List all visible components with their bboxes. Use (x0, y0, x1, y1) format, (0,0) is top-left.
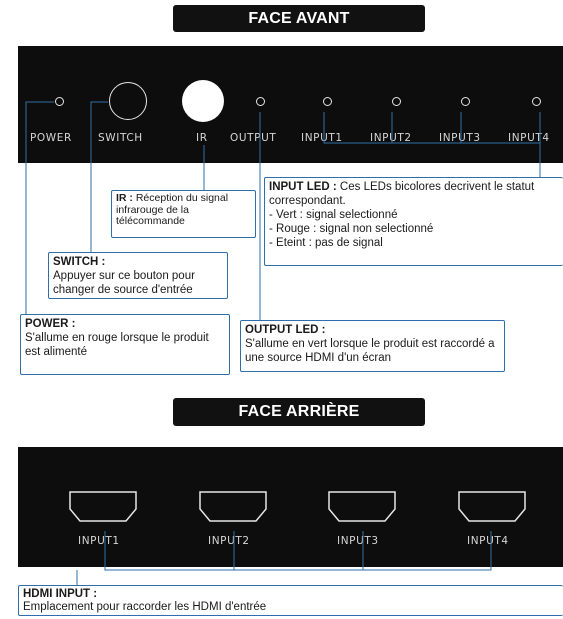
hdmi-input-callout-text: Emplacement pour raccorder les HDMI d'en… (23, 601, 267, 613)
ir-callout: IR : Réception du signal infrarouge de l… (111, 190, 256, 238)
input3-led (461, 97, 470, 106)
rear-panel: INPUT1 INPUT2 INPUT3 INPUT4 (18, 447, 563, 567)
input2-label: INPUT2 (370, 132, 412, 144)
input-led-status-green: - Vert : signal selectionné (269, 209, 398, 221)
output-led-callout-title: OUTPUT LED : (245, 324, 326, 336)
input4-led (532, 97, 541, 106)
ir-receiver (182, 80, 224, 122)
hdmi-port-3 (328, 491, 396, 522)
hdmi-port-1 (69, 491, 137, 522)
input-led-callout-text: Ces LEDs bicolores decrivent le statut c… (269, 181, 535, 207)
input1-label: INPUT1 (301, 132, 343, 144)
switch-button (109, 82, 147, 120)
rear-input3-label: INPUT3 (337, 535, 379, 547)
ir-label: IR (196, 132, 208, 144)
output-led-callout: OUTPUT LED : S'allume en vert lorsque le… (240, 320, 505, 372)
power-callout: POWER : S'allume en rouge lorsque le pro… (20, 314, 230, 375)
switch-callout-title: SWITCH : (53, 256, 106, 268)
ir-callout-title: IR : (116, 192, 133, 204)
rear-input4-label: INPUT4 (467, 535, 509, 547)
output-label: OUTPUT (230, 132, 277, 144)
rear-input1-label: INPUT1 (78, 535, 120, 547)
rear-input2-label: INPUT2 (208, 535, 250, 547)
front-panel: POWER SWITCH IR OUTPUT INPUT1 INPUT2 INP… (18, 46, 563, 163)
power-led (55, 97, 64, 106)
switch-callout: SWITCH : Appuyer sur ce bouton pour chan… (48, 252, 228, 299)
input3-label: INPUT3 (439, 132, 481, 144)
ir-callout-text: Réception du signal infrarouge de la tél… (116, 192, 229, 227)
power-callout-text: S'allume en rouge lorsque le produit est… (25, 332, 209, 358)
rear-panel-title: FACE ARRIÈRE (173, 398, 425, 426)
hdmi-input-callout: HDMI INPUT : Emplacement pour raccorder … (18, 585, 563, 616)
output-led-callout-text: S'allume en vert lorsque le produit est … (245, 338, 495, 364)
output-led (256, 97, 265, 106)
front-panel-title: FACE AVANT (173, 5, 425, 32)
hdmi-port-4 (458, 491, 526, 522)
input1-led (323, 97, 332, 106)
power-label: POWER (30, 132, 72, 144)
hdmi-input-callout-title: HDMI INPUT : (23, 588, 98, 600)
hdmi-port-2 (199, 491, 267, 522)
input2-led (392, 97, 401, 106)
power-callout-title: POWER : (25, 318, 76, 330)
input4-label: INPUT4 (508, 132, 550, 144)
input-led-callout-title: INPUT LED : (269, 181, 337, 193)
input-led-status-red: - Rouge : signal non selectionné (269, 223, 434, 235)
switch-label: SWITCH (98, 132, 143, 144)
input-led-status-off: - Eteint : pas de signal (269, 237, 383, 249)
switch-callout-text: Appuyer sur ce bouton pour changer de so… (53, 270, 195, 296)
input-led-callout: INPUT LED : Ces LEDs bicolores decrivent… (264, 177, 563, 266)
